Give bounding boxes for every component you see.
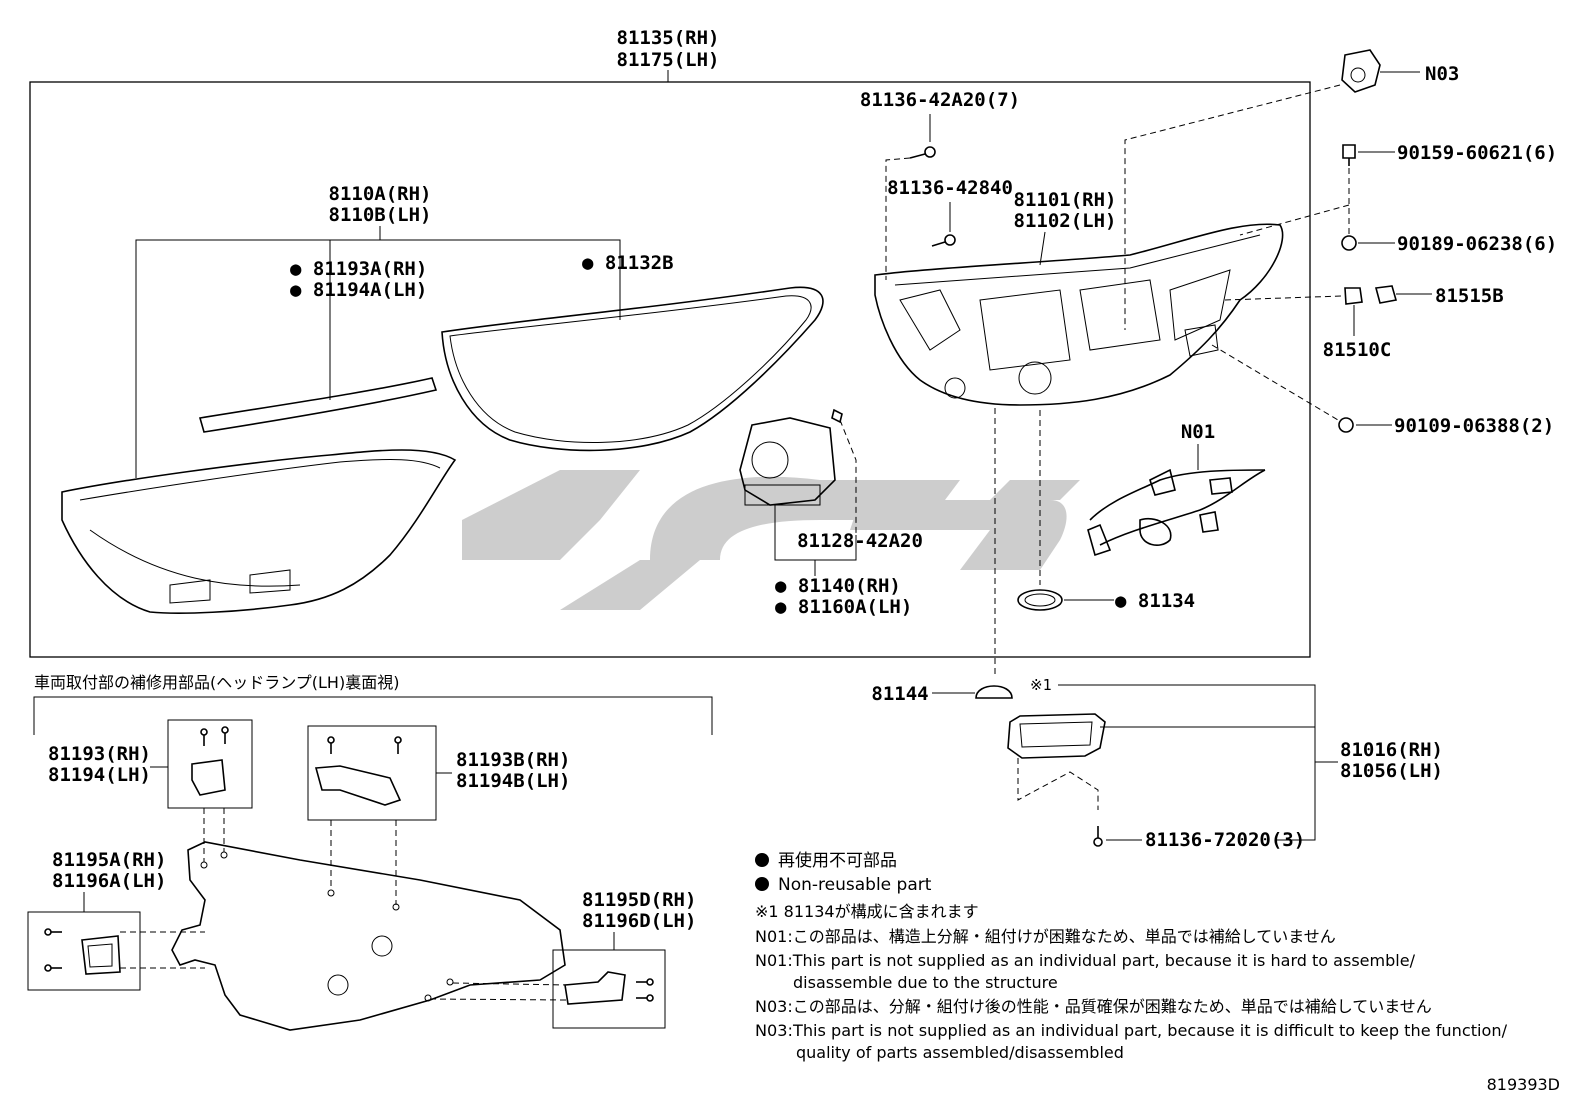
clip-d-label-lh: 81196D(LH) — [582, 910, 696, 932]
housing-label-lh: 81102(LH) — [1014, 210, 1117, 232]
repair-section-title: 車両取付部の補修用部品(ヘッドランプ(LH)裏面視) — [34, 673, 399, 692]
screw-label-42a20: 81136-42A20(7) — [860, 89, 1020, 111]
gasket-label: ● 81132B — [582, 252, 674, 274]
seal-label-lh: ● 81194A(LH) — [290, 279, 427, 301]
wire-harness — [1087, 468, 1266, 557]
note-n01-en-1: N01:This part is not supplied as an indi… — [755, 951, 1416, 970]
bulb-socket-icon — [1344, 287, 1363, 305]
bracketb-label-rh: 81193B(RH) — [456, 749, 570, 771]
ballast-label-lh: 81056(LH) — [1340, 760, 1443, 782]
lens-label-rh: 8110A(RH) — [329, 183, 432, 205]
ring-gasket-icon — [1017, 589, 1063, 611]
seal-label-rh: ● 81193A(RH) — [290, 258, 427, 280]
assembly-label-rh: 81135(RH) — [617, 27, 720, 49]
projector-screw-icon — [831, 408, 843, 424]
assembly-label-lh: 81175(LH) — [617, 49, 720, 71]
bracketb-label-lh: 81194B(LH) — [456, 770, 570, 792]
socket-label: 81510C — [1323, 339, 1392, 361]
legend-text-jp: 再使用不可部品 — [778, 850, 897, 871]
nut-icon-90189 — [1341, 235, 1357, 251]
clip-label-90109: 90109-06388(2) — [1394, 415, 1554, 437]
clip-81195d-icon — [564, 971, 654, 1005]
bracket-81193-icon — [191, 726, 229, 796]
screw-label-42840: 81136-42840 — [887, 177, 1013, 199]
screw-icon-mid — [931, 234, 956, 247]
bolt-label-90159: 90159-60621(6) — [1397, 142, 1557, 164]
headlamp-back-view — [171, 841, 566, 1031]
projector-label: 81128-42A20 — [797, 530, 923, 552]
note-n03-jp: N03:この部品は、分解・組付け後の性能・品質確保が困難なため、単品では補給して… — [755, 997, 1432, 1016]
n01-label: N01 — [1181, 421, 1215, 443]
lens-label-lh: 8110B(LH) — [329, 204, 432, 226]
clip-a-label-lh: 81196A(LH) — [52, 870, 166, 892]
ballast-label-rh: 81016(RH) — [1340, 739, 1443, 761]
projector-module — [739, 417, 836, 506]
clip-box-81195d — [552, 949, 666, 1029]
screw-icon-top — [909, 146, 936, 159]
bracket-box-81193 — [167, 719, 253, 809]
clip-d-label-rh: 81195D(RH) — [582, 889, 696, 911]
cap-label: 81144 — [871, 683, 928, 705]
ballast-screw-icon — [1093, 826, 1103, 847]
bolt-icon-90159 — [1342, 144, 1356, 166]
assembly-frame — [29, 81, 1311, 658]
cap-icon — [975, 685, 1013, 699]
clip-icon-90109 — [1338, 417, 1354, 433]
ring-label: ● 81134 — [1115, 590, 1195, 612]
n03-actuator-icon — [1341, 49, 1381, 93]
note-n03-en-1: N03:This part is not supplied as an indi… — [755, 1021, 1508, 1040]
legend-text-en: Non-reusable part — [778, 875, 932, 895]
bulb-label: 81515B — [1435, 285, 1504, 307]
note-n01-jp: N01:この部品は、構造上分解・組付けが困難なため、単品では補給していません — [755, 927, 1336, 946]
housing-label-rh: 81101(RH) — [1014, 189, 1117, 211]
clip-box-81195a — [27, 911, 141, 991]
upper-seal-strip — [198, 377, 438, 433]
diagram-id: 819393D — [1487, 1075, 1560, 1094]
n03-label: N03 — [1425, 63, 1459, 85]
bracket-label-rh: 81193(RH) — [48, 743, 151, 765]
ballast-unit — [1007, 713, 1106, 759]
bracket-81193b-icon — [314, 736, 402, 806]
headlamp-lens — [61, 449, 457, 614]
legend-dot-jp — [755, 853, 769, 867]
bracket-label-lh: 81194(LH) — [48, 764, 151, 786]
note-n03-en-2: quality of parts assembled/disassembled — [796, 1043, 1124, 1062]
cover-label-lh: ● 81160A(LH) — [775, 596, 912, 618]
note-n01-en-2: disassemble due to the structure — [793, 973, 1058, 992]
watermark-logo — [462, 470, 1080, 610]
cover-label-rh: ● 81140(RH) — [775, 575, 901, 597]
note-mark-x1: ※1 — [1030, 676, 1052, 694]
headlamp-housing — [874, 223, 1284, 406]
clip-81195a-icon — [44, 928, 121, 975]
lens-gasket — [441, 286, 824, 452]
note-x1: ※1 81134が構成に含まれます — [755, 902, 979, 921]
legend-dot-en — [755, 877, 769, 891]
clip-a-label-rh: 81195A(RH) — [52, 849, 166, 871]
ballast-screw-label: 81136-72020(3) — [1145, 829, 1305, 851]
nut-label-90189: 90189-06238(6) — [1397, 233, 1557, 255]
bulb-icon — [1374, 285, 1398, 304]
